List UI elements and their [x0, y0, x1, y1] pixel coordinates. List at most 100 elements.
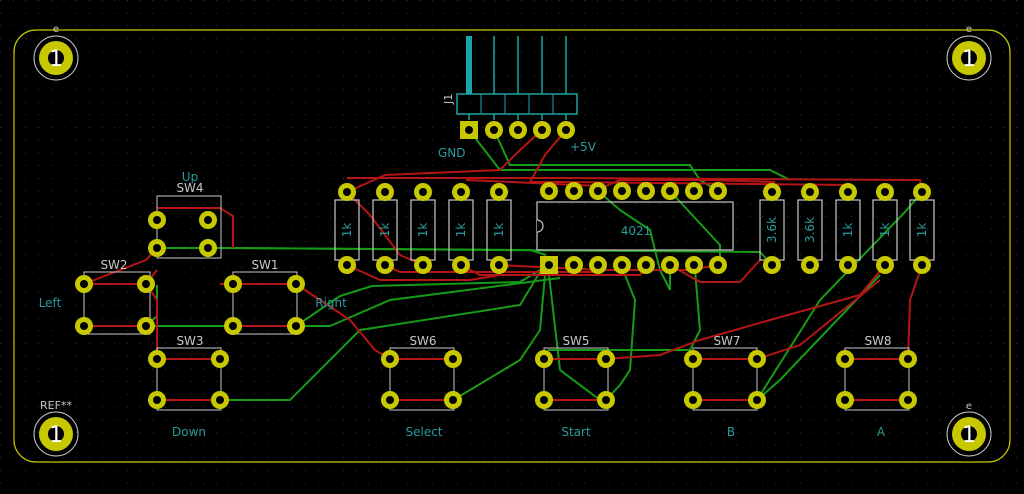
pad-drill [216, 396, 224, 404]
back-trace [548, 269, 702, 351]
switch-label: A [877, 425, 886, 439]
pad-drill [602, 396, 610, 404]
pad-drill [495, 188, 503, 196]
pad-drill [602, 355, 610, 363]
pad-drill [381, 188, 389, 196]
pad-drill [690, 261, 698, 269]
front-trace [605, 264, 886, 360]
resistor-value: 1k [915, 223, 929, 238]
pad-drill [449, 355, 457, 363]
hole-label: e [53, 24, 59, 35]
switch-sw8: SW8 A [844, 334, 910, 439]
back-trace [756, 191, 923, 401]
pad-drill [204, 216, 212, 224]
pad-drill [153, 355, 161, 363]
back-trace [295, 269, 541, 327]
front-trace [593, 179, 776, 192]
resistor-value: 1k [378, 223, 392, 238]
pad-drill [562, 126, 570, 134]
switch-sw7: SW7 B [692, 334, 758, 439]
back-trace [452, 274, 546, 401]
resistor-value: 1k [340, 223, 354, 238]
front-trace [145, 283, 220, 360]
pad-drill [204, 244, 212, 252]
pad-drill [545, 261, 553, 269]
pad-drill [292, 280, 300, 288]
pad-drill [386, 396, 394, 404]
switch-sw1: SW1 Right [232, 258, 347, 335]
pad-drill [540, 355, 548, 363]
vcc-label: +5V [570, 140, 597, 154]
connector-j1: J1 [442, 36, 578, 120]
pad-drill [666, 187, 674, 195]
resistor-value: 1k [416, 223, 430, 238]
switch-ref: SW2 [100, 258, 127, 272]
pad-drill [881, 261, 889, 269]
pad-drill [419, 261, 427, 269]
pad-drill [753, 355, 761, 363]
pad-drill [844, 261, 852, 269]
pad-drill [594, 187, 602, 195]
switch-label: Right [315, 296, 347, 310]
pad-drill [768, 188, 776, 196]
switch-ref: SW1 [251, 258, 278, 272]
pad-drill [642, 261, 650, 269]
back-trace [219, 247, 547, 256]
back-trace [220, 271, 541, 401]
front-trace [346, 129, 543, 193]
pad-drill [465, 126, 473, 134]
switch-ref: SW6 [409, 334, 436, 348]
board-edge-outline [13, 29, 1011, 463]
pad-drill [918, 261, 926, 269]
pad-drill [381, 261, 389, 269]
pad-drill [153, 396, 161, 404]
pad-drill [904, 355, 912, 363]
ic-label: 4021 [621, 224, 652, 238]
pad-drill [618, 261, 626, 269]
pad-drill [495, 261, 503, 269]
pad-drill [343, 261, 351, 269]
hole-mark: 1 [962, 47, 976, 72]
pad-drill [570, 261, 578, 269]
pad-drill [714, 261, 722, 269]
resistor-value: 1k [841, 223, 855, 238]
pad-drill [690, 187, 698, 195]
hole-label: REF** [40, 399, 72, 412]
pad-drill [457, 261, 465, 269]
switch-sw5: SW5 Start [543, 334, 609, 439]
switch-label: Left [39, 296, 62, 310]
switch-label: B [727, 425, 735, 439]
pad-drill [666, 261, 674, 269]
mounting-hole-bottom-left: REF** 1 [33, 399, 79, 457]
front-trace [669, 259, 761, 283]
pad-drill [642, 187, 650, 195]
pad-drill [540, 396, 548, 404]
hole-label: e [966, 24, 972, 35]
mounting-hole-top-right: e 1 [946, 24, 992, 81]
ic-4021: 4021 [536, 201, 734, 251]
pad-drill [768, 261, 776, 269]
pad-drill [153, 244, 161, 252]
switch-sw6: SW6 Select [389, 334, 455, 439]
connector-ref: J1 [442, 94, 455, 105]
switch-ref: SW4 [176, 181, 203, 195]
mounting-hole-top-left: e 1 [33, 24, 79, 81]
pad-drill [457, 188, 465, 196]
hole-label: e [966, 401, 972, 412]
pad-drill [714, 187, 722, 195]
pad-drill [904, 396, 912, 404]
pad-drill [229, 322, 237, 330]
back-trace [468, 129, 791, 181]
hole-mark: 1 [49, 423, 63, 448]
pad-drill [618, 187, 626, 195]
through-hole-pads [75, 121, 931, 409]
pad-drill [419, 188, 427, 196]
back-trace [605, 274, 637, 401]
pad-drill [841, 396, 849, 404]
switch-sw4: SW4 Up [156, 170, 222, 259]
pad-drill [806, 261, 814, 269]
switch-label: Start [561, 425, 591, 439]
pad-drill [689, 396, 697, 404]
resistor-value: 1k [492, 223, 506, 238]
